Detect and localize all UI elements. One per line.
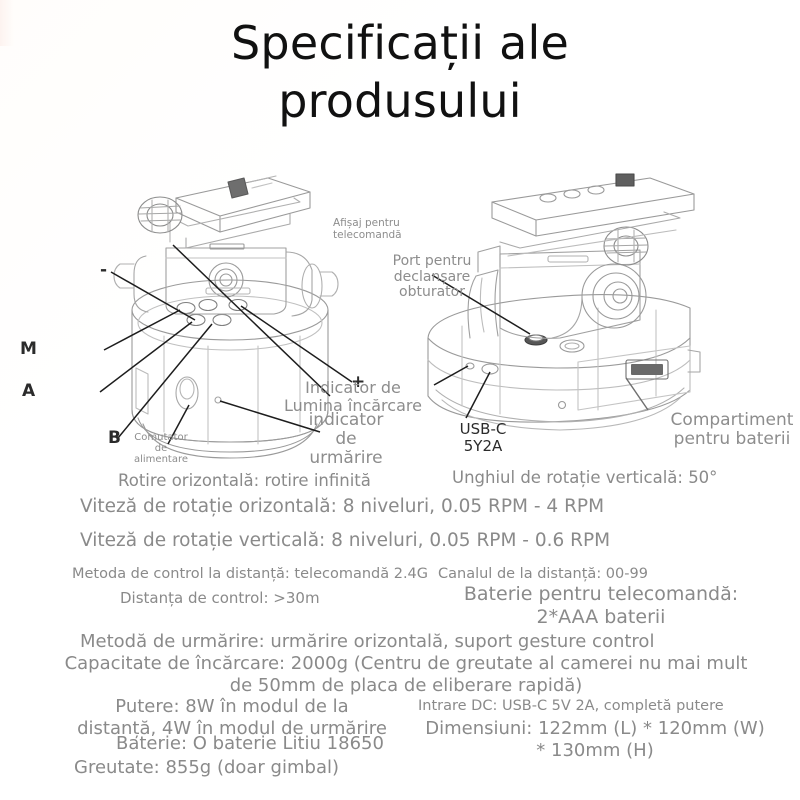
page-title: Specificații ale produsului	[0, 14, 800, 130]
callout-m-button: M	[20, 339, 37, 359]
spec-horizontal-speed: Viteză de rotație orizontală: 8 niveluri…	[80, 496, 605, 517]
callout-charge-light: Indicator de Lumina încărcare	[284, 378, 422, 415]
spec-load-capacity: Capacitate de încărcare: 2000g (Centru d…	[64, 653, 748, 696]
callout-shutter-port: Port pentru declanșare obturator	[392, 253, 472, 301]
spec-power: Putere: 8W în modul de la distanță, 4W î…	[77, 696, 387, 739]
product-diagrams: - M A B + Afișaj pentru telecomandă Comu…	[0, 160, 800, 470]
spec-weight: Greutate: 855g (doar gimbal)	[74, 757, 339, 778]
spec-remote-channel: Canalul de la distanță: 00-99	[438, 566, 648, 582]
spec-dc-input: Intrare DC: USB-C 5V 2A, completă putere	[418, 698, 724, 714]
callout-b-button: B	[108, 428, 121, 448]
callout-power-switch: Comutator de alimentare	[133, 432, 188, 466]
callout-minus: -	[100, 260, 108, 280]
spec-vertical-speed: Viteză de rotație verticală: 8 niveluri,…	[80, 530, 611, 551]
page-title-line-1: Specificații ale	[231, 16, 569, 70]
callout-usb-c: USB-C 5Y2A	[459, 420, 507, 455]
spec-remote-control-method: Metoda de control la distanță: telecoman…	[72, 566, 429, 582]
spec-remote-battery: Baterie pentru telecomandă: 2*AAA bateri…	[463, 583, 739, 629]
spec-dimensions: Dimensiuni: 122mm (L) * 120mm (W) * 130m…	[425, 718, 765, 761]
callout-plus: +	[351, 372, 366, 392]
gimbal-side-view-illustration	[427, 173, 701, 431]
spec-battery: Baterie: O baterie Litiu 18650	[116, 733, 384, 754]
callout-a-button: A	[22, 381, 36, 401]
caption-horizontal-rotation: Rotire orizontală: rotire infinită	[118, 471, 371, 490]
spec-control-distance: Distanța de control: >30m	[120, 589, 320, 607]
callout-battery-compartment: Compartiment pentru baterii	[670, 410, 794, 450]
caption-vertical-rotation-angle: Unghiul de rotație verticală: 50°	[452, 468, 718, 487]
page-title-line-2: produsului	[278, 74, 522, 128]
spec-tracking-method: Metodă de urmărire: urmărire orizontală,…	[80, 631, 655, 652]
callout-tracking-indicator: indicator de urmărire	[308, 410, 384, 469]
gimbal-front-view-illustration	[99, 175, 353, 459]
callout-remote-display: Afișaj pentru telecomandă	[333, 217, 402, 241]
